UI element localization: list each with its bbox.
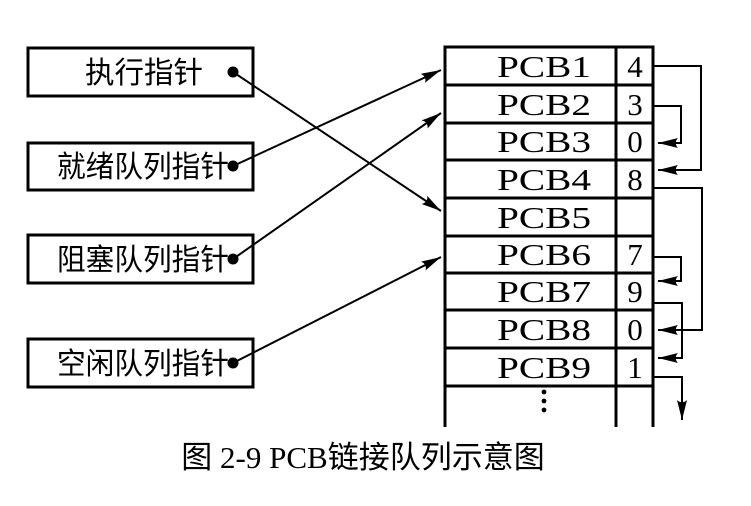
ellipsis-dot [541, 389, 547, 395]
link-pcb4-to-pcb8 [653, 187, 703, 335]
pcb-next-value: 8 [627, 162, 643, 197]
link-pcb7-to-pcb9 [653, 302, 683, 363]
pcb-name: PCB4 [497, 162, 592, 197]
pcb-table-rows: PCB1 4 PCB2 3 PCB3 0 PCB4 8 PCB5 PCB6 7 [497, 49, 643, 385]
pcb-name: PCB6 [497, 237, 591, 272]
arrow-idle-to-pcb6 [232, 256, 442, 364]
table-row: PCB6 7 [497, 237, 643, 272]
figure-caption: 图 2-9 PCB链接队列示意图 [181, 440, 544, 475]
pcb-next-value: 7 [627, 237, 643, 272]
pcb-name: PCB1 [497, 49, 591, 84]
table-row: PCB9 1 [497, 350, 643, 385]
table-row: PCB7 9 [497, 274, 643, 309]
pcb-name: PCB5 [497, 200, 591, 235]
pointer-box-exec-label: 执行指针 [85, 57, 203, 90]
arrow-ready-to-pcb1 [232, 69, 442, 167]
pcb-next-value: 1 [627, 350, 643, 385]
table-row: PCB1 4 [497, 49, 643, 84]
pointer-box-blocked-label: 阻塞队列指针 [57, 244, 229, 277]
ellipsis-dot [541, 398, 547, 404]
pcb-next-value: 0 [627, 124, 643, 159]
pointer-box-ready-label: 就绪队列指针 [57, 151, 229, 184]
pcb-next-value: 3 [627, 87, 643, 122]
pointer-box-exec: 执行指针 [26, 46, 255, 98]
link-pcb9-continues-down [653, 376, 687, 420]
pointer-box-ready-border [26, 141, 255, 192]
pointer-boxes: 执行指针 就绪队列指针 阻塞队列指针 空闲队列指针 [26, 46, 255, 389]
pointer-box-ready: 就绪队列指针 [26, 141, 255, 192]
pointer-box-blocked: 阻塞队列指针 [26, 233, 255, 285]
arrow-exec-to-pcb5 [232, 71, 442, 212]
pcb-name: PCB8 [497, 312, 591, 347]
pointer-box-idle-border [26, 337, 255, 389]
arrow-blocked-to-pcb2 [232, 112, 442, 260]
link-pcb2-to-pcb3 [653, 105, 682, 148]
pcb-name: PCB9 [497, 350, 591, 385]
queue-links [653, 65, 703, 420]
pcb-table: PCB1 4 PCB2 3 PCB3 0 PCB4 8 PCB5 PCB6 7 [443, 45, 655, 427]
pointer-box-idle-label: 空闲队列指针 [57, 348, 229, 381]
pointer-arrows [232, 69, 442, 364]
pcb-table-grid [443, 45, 655, 427]
pcb-next-value: 0 [627, 312, 643, 347]
table-row: PCB4 8 [497, 162, 643, 197]
pointer-box-exec-border [26, 46, 255, 98]
table-ellipsis [541, 389, 547, 413]
pcb-next-value: 4 [627, 49, 643, 84]
link-pcb6-to-pcb7 [653, 256, 682, 286]
table-row: PCB2 3 [497, 87, 643, 122]
table-row: PCB8 0 [497, 312, 643, 347]
pointer-box-blocked-border [26, 233, 255, 285]
pointer-box-idle: 空闲队列指针 [26, 337, 255, 389]
pcb-name: PCB2 [497, 87, 591, 122]
pcb-next-value: 9 [627, 274, 643, 309]
table-row: PCB5 [497, 200, 591, 235]
pcb-name: PCB3 [497, 124, 591, 159]
link-pcb1-to-pcb4 [653, 65, 702, 175]
pcb-name: PCB7 [497, 274, 591, 309]
table-row: PCB3 0 [497, 124, 643, 159]
ellipsis-dot [541, 407, 547, 413]
